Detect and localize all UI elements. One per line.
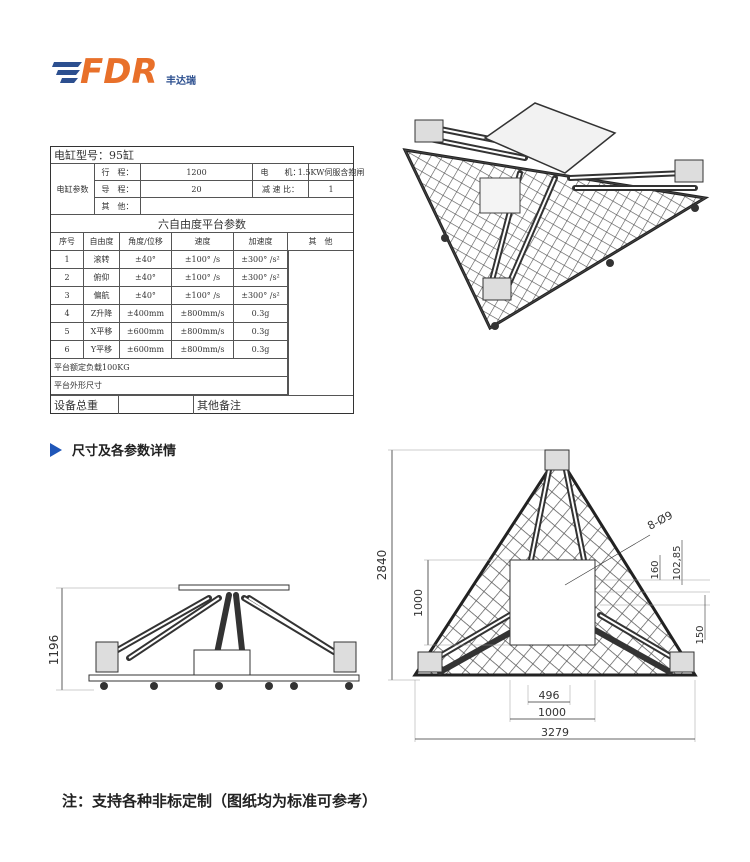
- divider: [51, 395, 353, 396]
- dof-name: 滚转: [84, 251, 120, 268]
- side-view-drawing: 1196: [47, 584, 360, 691]
- dof-speed: ±800mm/s: [172, 305, 234, 322]
- dim-width: 3279: [541, 726, 569, 739]
- rated-load: 平台额定负载100KG: [51, 359, 288, 376]
- dim-1000: 1000: [538, 706, 566, 719]
- dim-150: 150: [695, 625, 706, 644]
- dof-speed: ±800mm/s: [172, 341, 234, 358]
- logo-subtitle: 丰达瑞: [166, 76, 196, 87]
- dof-name: 偏航: [84, 287, 120, 304]
- cylinder-model: 电缸型号：95缸: [54, 149, 134, 162]
- header-cell: 其 他: [308, 237, 333, 246]
- platform-title-row: 六自由度平台参数: [51, 215, 353, 233]
- dof-range: ±600mm: [120, 323, 172, 340]
- footer-note: 注：支持各种非标定制（图纸均为标准可参考）: [62, 792, 378, 810]
- total-weight: 设备总重: [51, 396, 119, 414]
- param-row: 导 程： 20 减 速 比： 1: [95, 181, 353, 198]
- param-row: 其 他：: [95, 198, 353, 215]
- dof-accel: 0.3g: [234, 323, 288, 340]
- dof-range: ±400mm: [120, 305, 172, 322]
- dof-range: ±600mm: [120, 341, 172, 358]
- dim-height: 1196: [47, 635, 61, 666]
- dof-index: 3: [51, 287, 84, 304]
- param-label: 导 程：: [95, 181, 141, 197]
- other-column: [288, 251, 353, 395]
- dof-speed: ±100° /s: [172, 269, 234, 286]
- dof-accel: ±300° /s²: [234, 287, 288, 304]
- fdr-logo: FDR: [52, 52, 158, 90]
- header-cell: 序号: [51, 233, 84, 250]
- dof-index: 2: [51, 269, 84, 286]
- dof-name: Y平移: [84, 341, 120, 358]
- section-title: 尺寸及各参数详情: [50, 440, 176, 459]
- other-notes: 其他备注: [197, 399, 241, 412]
- total-weight-value: [119, 396, 194, 414]
- dof-accel: 0.3g: [234, 305, 288, 322]
- dof-index: 1: [51, 251, 84, 268]
- logo-wings-icon: [52, 62, 82, 83]
- table-row: 4 Z升降 ±400mm ±800mm/s 0.3g: [51, 305, 288, 323]
- model-row: 电缸型号：95缸: [51, 147, 353, 164]
- header-cell: 角度/位移: [120, 233, 172, 250]
- dof-index: 5: [51, 323, 84, 340]
- top-view-drawing: 2840 1000 8-Ø9 160 102,85 150 496: [375, 449, 710, 742]
- dof-speed: ±100° /s: [172, 251, 234, 268]
- param-label: 其 他：: [95, 198, 141, 214]
- dof-accel: ±300° /s²: [234, 251, 288, 268]
- table-row: 1 滚转 ±40° ±100° /s ±300° /s²: [51, 251, 288, 269]
- param-value2: 1.5KW伺服含抱闸: [297, 167, 365, 177]
- dof-accel: 0.3g: [234, 341, 288, 358]
- outer-size: 平台外形尺寸: [51, 377, 288, 394]
- rated-load-row: 平台额定负载100KG: [51, 359, 288, 377]
- triangle-arrow-icon: [50, 442, 62, 457]
- dof-range: ±40°: [120, 269, 172, 286]
- dim-length: 2840: [375, 550, 389, 581]
- dof-accel: ±300° /s²: [234, 269, 288, 286]
- param-label2: 减 速 比：: [253, 181, 309, 197]
- dim-160: 160: [650, 560, 661, 579]
- platform-title: 六自由度平台参数: [158, 217, 246, 231]
- param-value: 1200: [141, 164, 253, 180]
- dim-bolt: 8-Ø9: [645, 509, 675, 533]
- cylinder-params-label: 电缸参数: [51, 164, 95, 215]
- outer-size-row: 平台外形尺寸: [51, 377, 288, 395]
- dim-496: 496: [539, 689, 560, 702]
- header-cell: 速度: [172, 233, 234, 250]
- table-row: 6 Y平移 ±600mm ±800mm/s 0.3g: [51, 341, 288, 359]
- dim-plate-side: 1000: [412, 589, 425, 617]
- dof-name: X平移: [84, 323, 120, 340]
- dof-range: ±40°: [120, 287, 172, 304]
- table-row: 2 俯仰 ±40° ±100° /s ±300° /s²: [51, 269, 288, 287]
- weight-row: 设备总重 其他备注: [51, 396, 353, 414]
- param-value: [141, 198, 353, 214]
- table-row: 3 偏航 ±40° ±100° /s ±300° /s²: [51, 287, 288, 305]
- spec-table: 电缸型号：95缸 电缸参数 行 程： 1200 电 机： 1.5KW伺服含抱闸 …: [50, 146, 365, 414]
- param-value2: 1: [328, 184, 334, 194]
- dim-102: 102,85: [672, 546, 683, 581]
- dof-speed: ±800mm/s: [172, 323, 234, 340]
- dof-index: 4: [51, 305, 84, 322]
- param-value: 20: [141, 181, 253, 197]
- table-row: 5 X平移 ±600mm ±800mm/s 0.3g: [51, 323, 288, 341]
- param-label2: 电 机：: [253, 164, 309, 180]
- section-title-text: 尺寸及各参数详情: [72, 444, 177, 459]
- dof-name: Z升降: [84, 305, 120, 322]
- header-cell: 加速度: [234, 233, 288, 250]
- dof-index: 6: [51, 341, 84, 358]
- dof-name: 俯仰: [84, 269, 120, 286]
- param-row: 行 程： 1200 电 机： 1.5KW伺服含抱闸: [95, 164, 365, 181]
- dof-speed: ±100° /s: [172, 287, 234, 304]
- header-row: 序号 自由度 角度/位移 速度 加速度 其 他: [51, 233, 353, 251]
- param-label: 行 程：: [95, 164, 141, 180]
- isometric-platform-drawing: [402, 102, 710, 331]
- logo-text: FDR: [80, 52, 158, 90]
- dof-range: ±40°: [120, 251, 172, 268]
- header-cell: 自由度: [84, 233, 120, 250]
